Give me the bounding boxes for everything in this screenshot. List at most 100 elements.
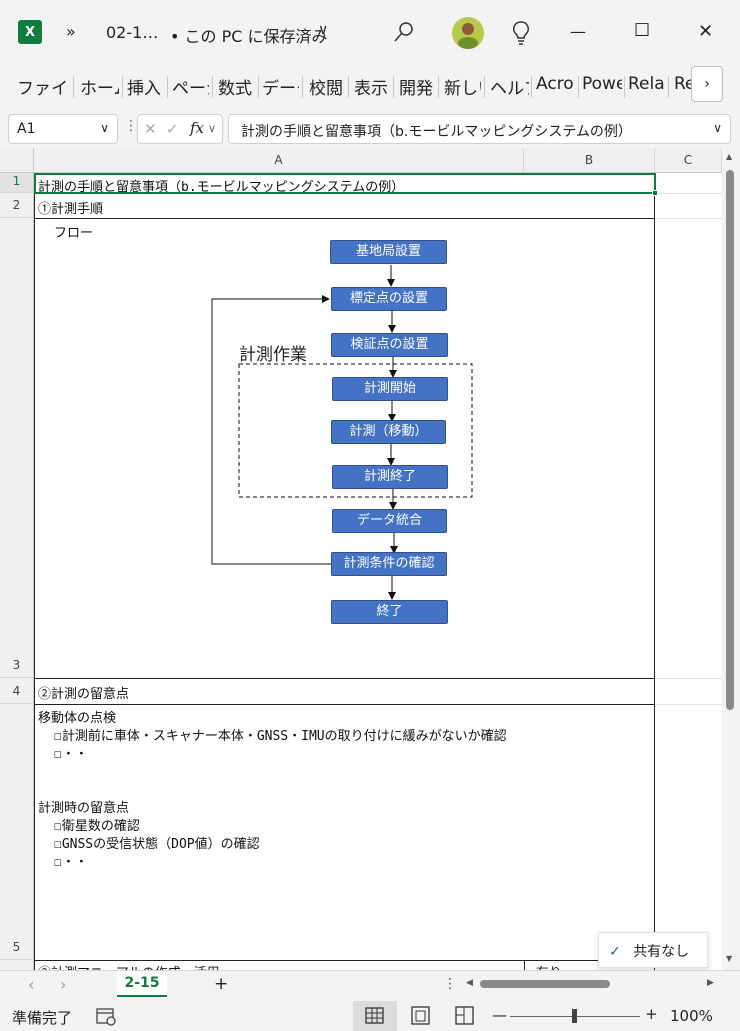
select-all-corner[interactable] xyxy=(0,148,34,173)
page-layout-view-icon[interactable] xyxy=(411,1006,431,1026)
chevron-down-icon[interactable]: ∨ xyxy=(100,121,109,135)
prev-sheet-icon[interactable]: ‹ xyxy=(28,975,35,994)
sharing-status-toast[interactable]: ✓ 共有なし xyxy=(598,932,708,968)
flow-step[interactable]: データ統合 xyxy=(332,509,447,533)
column-header-b[interactable]: B xyxy=(524,148,655,173)
tab-power[interactable]: Powe xyxy=(582,74,622,94)
confirm-icon[interactable]: ✓ xyxy=(166,120,179,138)
tab-divider xyxy=(668,76,669,98)
ribbon-more-button[interactable]: › xyxy=(691,66,723,102)
normal-view-icon[interactable] xyxy=(365,1007,385,1025)
scroll-up-icon[interactable]: ▲ xyxy=(726,152,733,161)
column-header-c[interactable]: C xyxy=(655,148,722,173)
column-header-a[interactable]: A xyxy=(34,148,524,173)
flow-step[interactable]: 終了 xyxy=(331,600,448,624)
save-status-chevron-icon[interactable]: ∨ xyxy=(318,22,329,38)
tab-re[interactable]: Re xyxy=(674,74,691,94)
tab-divider xyxy=(484,76,485,98)
close-button[interactable]: ✕ xyxy=(698,21,714,42)
sheet-tab-active[interactable]: 2-15 xyxy=(117,971,167,997)
zoom-slider-thumb[interactable] xyxy=(572,1009,577,1023)
tab-help[interactable]: ヘルプ xyxy=(490,79,529,98)
cell-a6[interactable]: ③計測マニュアルの作成・活用 xyxy=(38,962,220,970)
flow-step[interactable]: 標定点の設置 xyxy=(331,287,447,311)
tab-divider xyxy=(531,76,532,98)
chevron-down-icon[interactable]: ∨ xyxy=(208,122,217,135)
tab-relay[interactable]: Rela xyxy=(628,74,665,94)
zoom-in-button[interactable]: + xyxy=(645,1005,658,1023)
tab-insert[interactable]: 挿入 xyxy=(127,79,161,98)
excel-logo-icon: X xyxy=(18,20,42,44)
tab-divider xyxy=(122,76,123,98)
scroll-right-icon[interactable]: ▶ xyxy=(707,978,714,988)
zoom-level[interactable]: 100% xyxy=(670,1007,713,1025)
horizontal-scroll-thumb[interactable] xyxy=(480,980,610,988)
tab-data[interactable]: データ xyxy=(262,79,299,98)
formula-content: 計測の手順と留意事項（b.モービルマッピングシステムの例） xyxy=(241,124,632,140)
tab-divider xyxy=(348,76,349,98)
avatar[interactable] xyxy=(451,16,485,50)
row-header-1[interactable]: 1 xyxy=(0,173,34,193)
file-name[interactable]: 02-1… xyxy=(106,23,159,42)
tab-acrobat[interactable]: Acro xyxy=(536,74,574,94)
tab-review[interactable]: 校閲 xyxy=(309,79,343,98)
name-box[interactable]: A1 ∨ xyxy=(8,114,118,144)
flow-step[interactable]: 検証点の設置 xyxy=(331,333,448,357)
tab-divider xyxy=(73,76,74,98)
next-sheet-icon[interactable]: › xyxy=(60,975,67,994)
tab-developer[interactable]: 開発 xyxy=(399,79,433,98)
flow-step[interactable]: 計測終了 xyxy=(332,465,448,489)
flowchart-connectors xyxy=(211,265,473,600)
flow-step[interactable]: 計測条件の確認 xyxy=(331,552,447,576)
worksheet-grid[interactable]: A B C 1 2 3 4 5 計測の手順と留意事項（b.モービルマッピングシス… xyxy=(0,148,722,970)
tab-view[interactable]: 表示 xyxy=(354,79,388,98)
row-header-4[interactable]: 4 xyxy=(0,678,34,704)
insert-function-icon[interactable]: fx xyxy=(190,119,205,137)
flow-step[interactable]: 計測（移動） xyxy=(331,420,446,444)
tab-file[interactable]: ファイル xyxy=(17,79,67,98)
maximize-button[interactable]: ☐ xyxy=(634,20,651,41)
zoom-out-button[interactable]: — xyxy=(492,1006,507,1024)
cell-a4[interactable]: ②計測の留意点 xyxy=(38,687,130,702)
minimize-button[interactable]: — xyxy=(570,22,586,41)
gridline xyxy=(655,218,722,219)
flow-step[interactable]: 基地局設置 xyxy=(330,240,447,264)
scroll-left-icon[interactable]: ◀ xyxy=(466,978,473,988)
quick-access-more-icon[interactable]: » xyxy=(66,22,76,41)
lightbulb-icon[interactable] xyxy=(510,20,532,46)
page-break-view-icon[interactable] xyxy=(455,1006,475,1026)
fill-handle[interactable] xyxy=(652,190,658,196)
tab-new[interactable]: 新しい xyxy=(444,79,481,98)
flow-step[interactable]: 計測開始 xyxy=(332,377,448,401)
row-header-3[interactable]: 3 xyxy=(0,218,34,678)
row-header-6[interactable] xyxy=(0,960,34,970)
tab-formulas[interactable]: 数式 xyxy=(218,79,252,98)
more-vert-icon: ⋮ xyxy=(124,118,138,134)
formula-input[interactable]: 計測の手順と留意事項（b.モービルマッピングシステムの例） ∨ xyxy=(228,114,731,144)
row-header-5[interactable]: 5 xyxy=(0,704,34,960)
tab-home[interactable]: ホーム xyxy=(80,79,119,98)
border-row2 xyxy=(34,218,655,219)
row-header-2[interactable]: 2 xyxy=(0,193,34,218)
tab-divider xyxy=(438,76,439,98)
cell-a5-line: ☐計測前に車体・スキャナー本体・GNSS・IMUの取り付けに緩みがないか確認 xyxy=(54,729,507,744)
cell-a5-line: 移動体の点検 xyxy=(38,711,117,726)
cell-b6[interactable]: ☐有り xyxy=(528,962,562,970)
formula-controls: ✕ ✓ fx ∨ xyxy=(137,114,223,144)
add-sheet-button[interactable]: + xyxy=(214,974,229,994)
search-icon[interactable] xyxy=(393,21,415,43)
tab-page-layout[interactable]: ページ xyxy=(172,79,209,98)
cell-a2[interactable]: ①計測手順 xyxy=(38,202,104,217)
tab-options-icon[interactable]: ⋮ xyxy=(443,976,457,992)
gridline xyxy=(655,704,722,705)
cell-a5-line: ☐・・ xyxy=(54,747,88,762)
accessibility-icon[interactable] xyxy=(96,1007,118,1027)
ribbon-tabs: ファイル ホーム 挿入 ページ 数式 データ 校閲 表示 開発 新しい ヘルプ … xyxy=(0,64,740,108)
save-status[interactable]: • この PC に保存済み xyxy=(170,27,328,46)
scroll-down-icon[interactable]: ▼ xyxy=(726,954,733,963)
cell-a1[interactable]: 計測の手順と留意事項（b.モービルマッピングシステムの例） xyxy=(38,180,405,195)
expand-formula-chevron-icon[interactable]: ∨ xyxy=(713,121,722,135)
cancel-icon[interactable]: ✕ xyxy=(144,120,157,138)
border-right xyxy=(654,173,655,970)
vertical-scroll-thumb[interactable] xyxy=(726,170,734,710)
